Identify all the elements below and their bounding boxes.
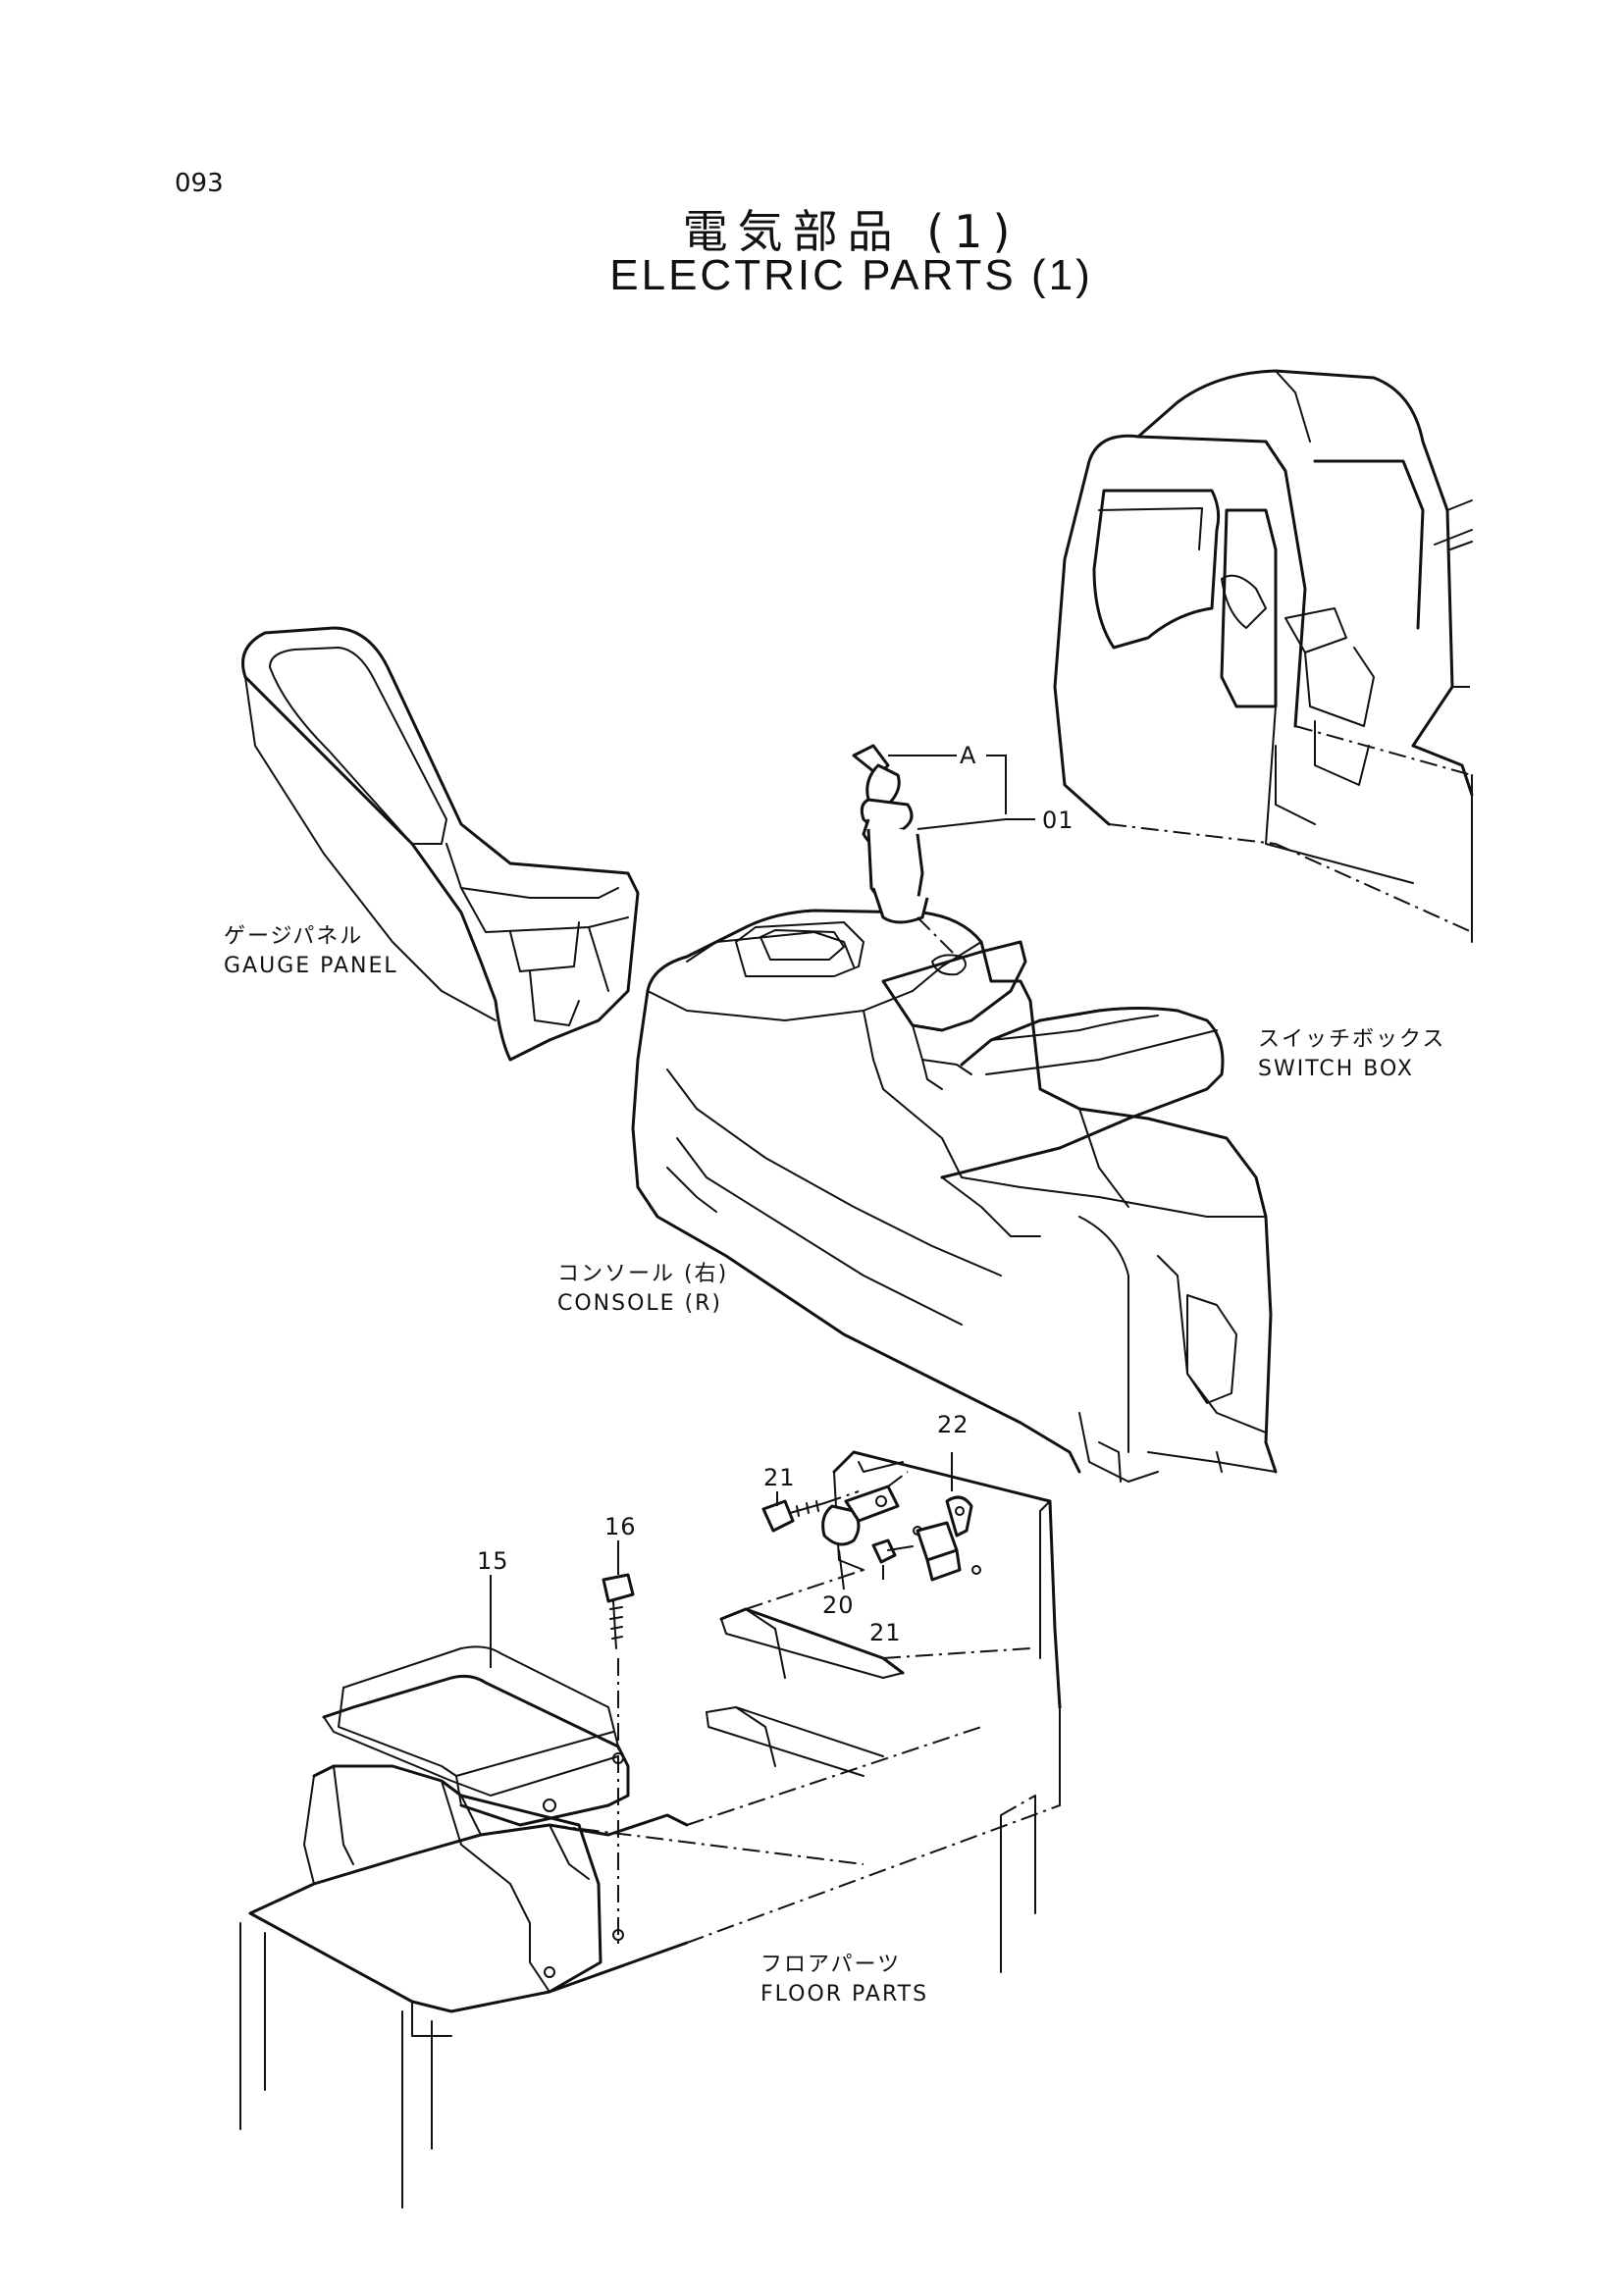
gauge-panel-illustration bbox=[241, 626, 640, 1062]
label-switch-box: スイッチボックス SWITCH BOX bbox=[1258, 1027, 1446, 1081]
label-console-right: コンソール (右) CONSOLE (R) bbox=[557, 1262, 729, 1316]
switch-box-illustration bbox=[921, 1007, 1225, 1237]
leader-lines bbox=[490, 755, 1035, 1668]
callout-a: A bbox=[960, 742, 977, 769]
page-title-jp: 電気部品 (1) bbox=[682, 205, 1021, 258]
label-gauge-panel: ゲージパネル GAUGE PANEL bbox=[224, 924, 398, 978]
callout-part-21-top: 21 bbox=[763, 1464, 796, 1491]
label-floor-parts: フロアパーツ FLOOR PARTS bbox=[760, 1953, 929, 2007]
callout-part-20: 20 bbox=[822, 1591, 855, 1619]
console-right-illustration bbox=[631, 909, 1278, 1483]
callout-part-01: 01 bbox=[1042, 807, 1074, 834]
callout-part-16: 16 bbox=[604, 1513, 637, 1540]
callout-part-21-bottom: 21 bbox=[869, 1619, 902, 1646]
callout-part-15: 15 bbox=[477, 1547, 509, 1575]
callout-part-22: 22 bbox=[937, 1411, 969, 1438]
key-switch-illustration bbox=[852, 744, 958, 958]
floor-parts-illustration bbox=[239, 1450, 1062, 2209]
small-parts-illustration bbox=[602, 1461, 973, 1948]
page-title-en: ELECTRIC PARTS (1) bbox=[609, 251, 1093, 299]
page-number: 093 bbox=[175, 169, 224, 198]
cab-illustration bbox=[1053, 369, 1474, 943]
